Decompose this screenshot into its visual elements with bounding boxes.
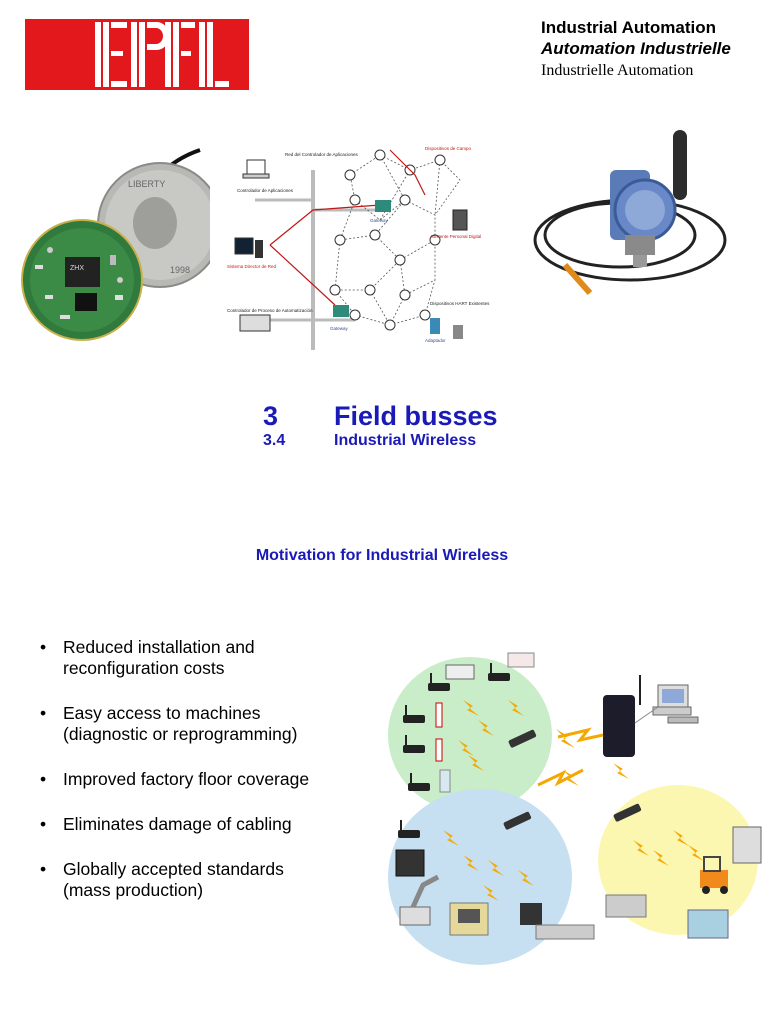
section-title: Industrial Wireless xyxy=(334,432,477,449)
svg-text:Sistema Director de Red: Sistema Director de Red xyxy=(227,264,277,269)
svg-text:1998: 1998 xyxy=(170,265,190,275)
wireless-router-icon xyxy=(603,675,641,757)
bullet-marker: • xyxy=(40,814,47,834)
chapter-number: 3 xyxy=(263,401,279,431)
header-title-german: Industrielle Automation xyxy=(541,62,694,79)
section-number: 3.4 xyxy=(263,432,286,449)
slide-title: Motivation for Industrial Wireless xyxy=(255,547,509,564)
bullet-item: •Improved factory floor coverage xyxy=(40,769,310,789)
bullet-item: •Eliminates damage of cabling xyxy=(40,814,292,834)
factory-wireless-illustration xyxy=(388,652,762,965)
svg-text:Asistente Personal Digital: Asistente Personal Digital xyxy=(430,234,481,239)
svg-text:ZHX: ZHX xyxy=(70,265,84,272)
wireless-transmitter-photo xyxy=(533,130,727,295)
bullet-item: •Globally accepted standards (mass produ… xyxy=(40,859,284,900)
svg-text:LIBERTY: LIBERTY xyxy=(128,179,165,189)
bullet-marker: • xyxy=(40,769,47,789)
svg-text:Controlador de Aplicaciones: Controlador de Aplicaciones xyxy=(237,188,294,193)
svg-text:Gateway: Gateway xyxy=(370,218,389,223)
sensor-board-icon: ZHX xyxy=(21,219,143,341)
header-title-french: Automation Industrielle xyxy=(541,39,731,58)
svg-text:Dispositivos HART Existentes: Dispositivos HART Existentes xyxy=(430,301,490,306)
zone-green xyxy=(388,657,552,813)
bullet-marker: • xyxy=(40,637,47,657)
chapter-title: Field busses xyxy=(334,401,498,431)
svg-text:Red del Controlador de Aplicac: Red del Controlador de Aplicaciones xyxy=(285,152,359,157)
computer-icon xyxy=(652,684,699,724)
sensor-board-photo: LIBERTY 1998 ZHX xyxy=(21,148,210,341)
bullet-marker: • xyxy=(40,703,47,723)
svg-text:Dispositivos de Campo: Dispositivos de Campo xyxy=(425,146,472,151)
wireless-transmitter-icon xyxy=(533,130,727,295)
svg-text:Gateway: Gateway xyxy=(330,326,349,331)
robot-arm-icon xyxy=(399,874,440,926)
wireless-network-diagram: Red del Controlador de Aplicaciones Disp… xyxy=(227,146,490,350)
svg-text:Adaptador: Adaptador xyxy=(425,338,446,343)
forklift-icon xyxy=(700,856,728,894)
bullet-item: •Easy access to machines (diagnostic or … xyxy=(40,703,298,744)
svg-text:Controlador de Proceso de Auto: Controlador de Proceso de Automatización xyxy=(227,308,313,313)
header-title: Industrial Automation xyxy=(541,18,717,37)
bullet-list: •Reduced installation and reconfiguratio… xyxy=(38,637,368,925)
epfl-logo xyxy=(25,19,249,90)
bullet-marker: • xyxy=(40,859,47,879)
bullet-item: •Reduced installation and reconfiguratio… xyxy=(40,637,255,678)
